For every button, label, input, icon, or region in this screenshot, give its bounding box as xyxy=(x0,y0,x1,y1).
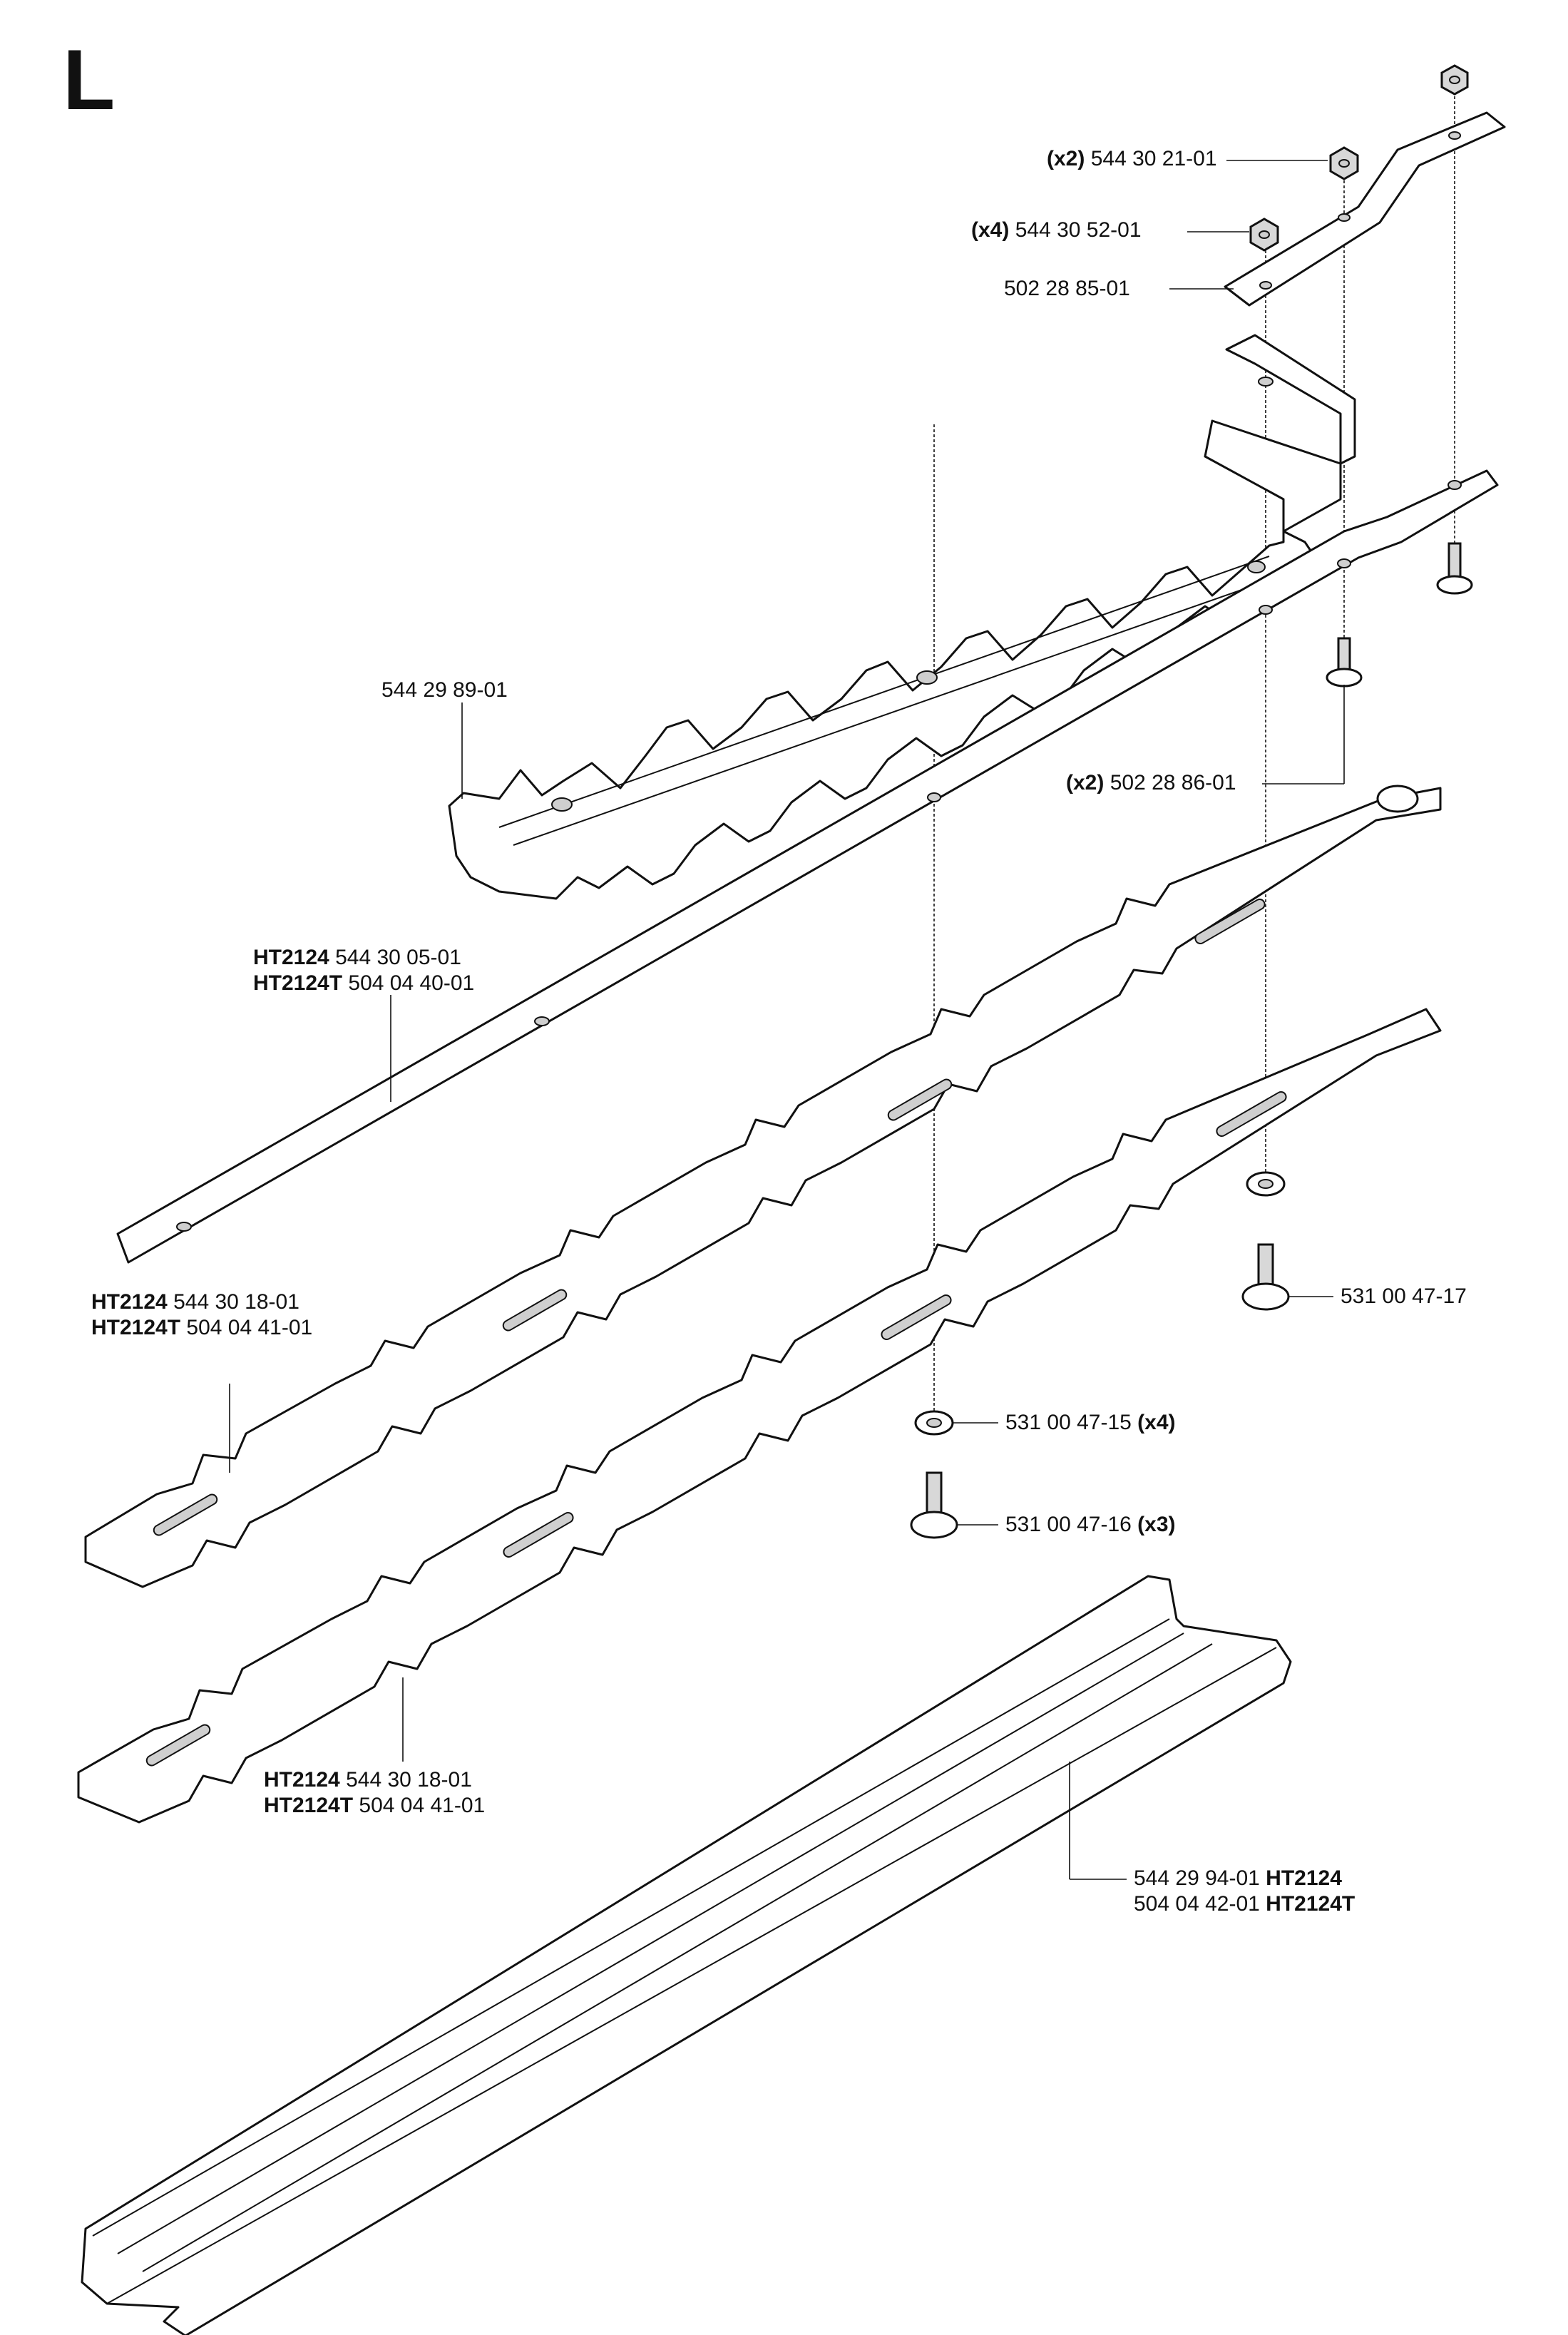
screw-right xyxy=(1436,542,1473,595)
label-screw-single: 531 00 47-17 xyxy=(1341,1284,1467,1308)
guide-bar xyxy=(116,469,1499,1264)
label-nut-x4: (x4) 544 30 52-01 xyxy=(971,218,1142,242)
label-guide-plate: 544 29 89-01 xyxy=(381,678,508,702)
blade-guard xyxy=(81,1575,1292,2335)
top-nut xyxy=(1440,64,1469,96)
nut-x4 xyxy=(1249,218,1279,252)
washer-x4 xyxy=(914,1410,954,1436)
screw-x2 xyxy=(1326,637,1363,688)
washer-right xyxy=(1246,1171,1286,1197)
label-washer-x4: 531 00 47-15 (x4) xyxy=(1005,1411,1176,1434)
label-bracket: 502 28 85-01 xyxy=(1004,277,1130,300)
screw-x3 xyxy=(910,1471,958,1539)
label-nut-x2: (x2) 544 30 21-01 xyxy=(1047,147,1217,170)
label-screw-x2: (x2) 502 28 86-01 xyxy=(1066,771,1236,794)
nut-x2 xyxy=(1329,146,1359,180)
label-blade-upper: HT2124 544 30 18-01 HT2124T 504 04 41-01 xyxy=(91,1290,313,1339)
z-bracket xyxy=(1224,111,1506,307)
label-blade-lower: HT2124 544 30 18-01 HT2124T 504 04 41-01 xyxy=(264,1768,486,1817)
blade-lower xyxy=(77,1008,1442,1824)
page-letter: L xyxy=(63,32,116,128)
screw-single xyxy=(1241,1243,1290,1311)
label-bar: HT2124 544 30 05-01 HT2124T 504 04 40-01 xyxy=(253,946,475,995)
blade-upper xyxy=(84,785,1442,1588)
label-guard: 544 29 94-01 HT2124 504 04 42-01 HT2124T xyxy=(1134,1866,1356,1916)
guide-plate xyxy=(448,334,1356,900)
label-screw-x3: 531 00 47-16 (x3) xyxy=(1005,1513,1176,1536)
